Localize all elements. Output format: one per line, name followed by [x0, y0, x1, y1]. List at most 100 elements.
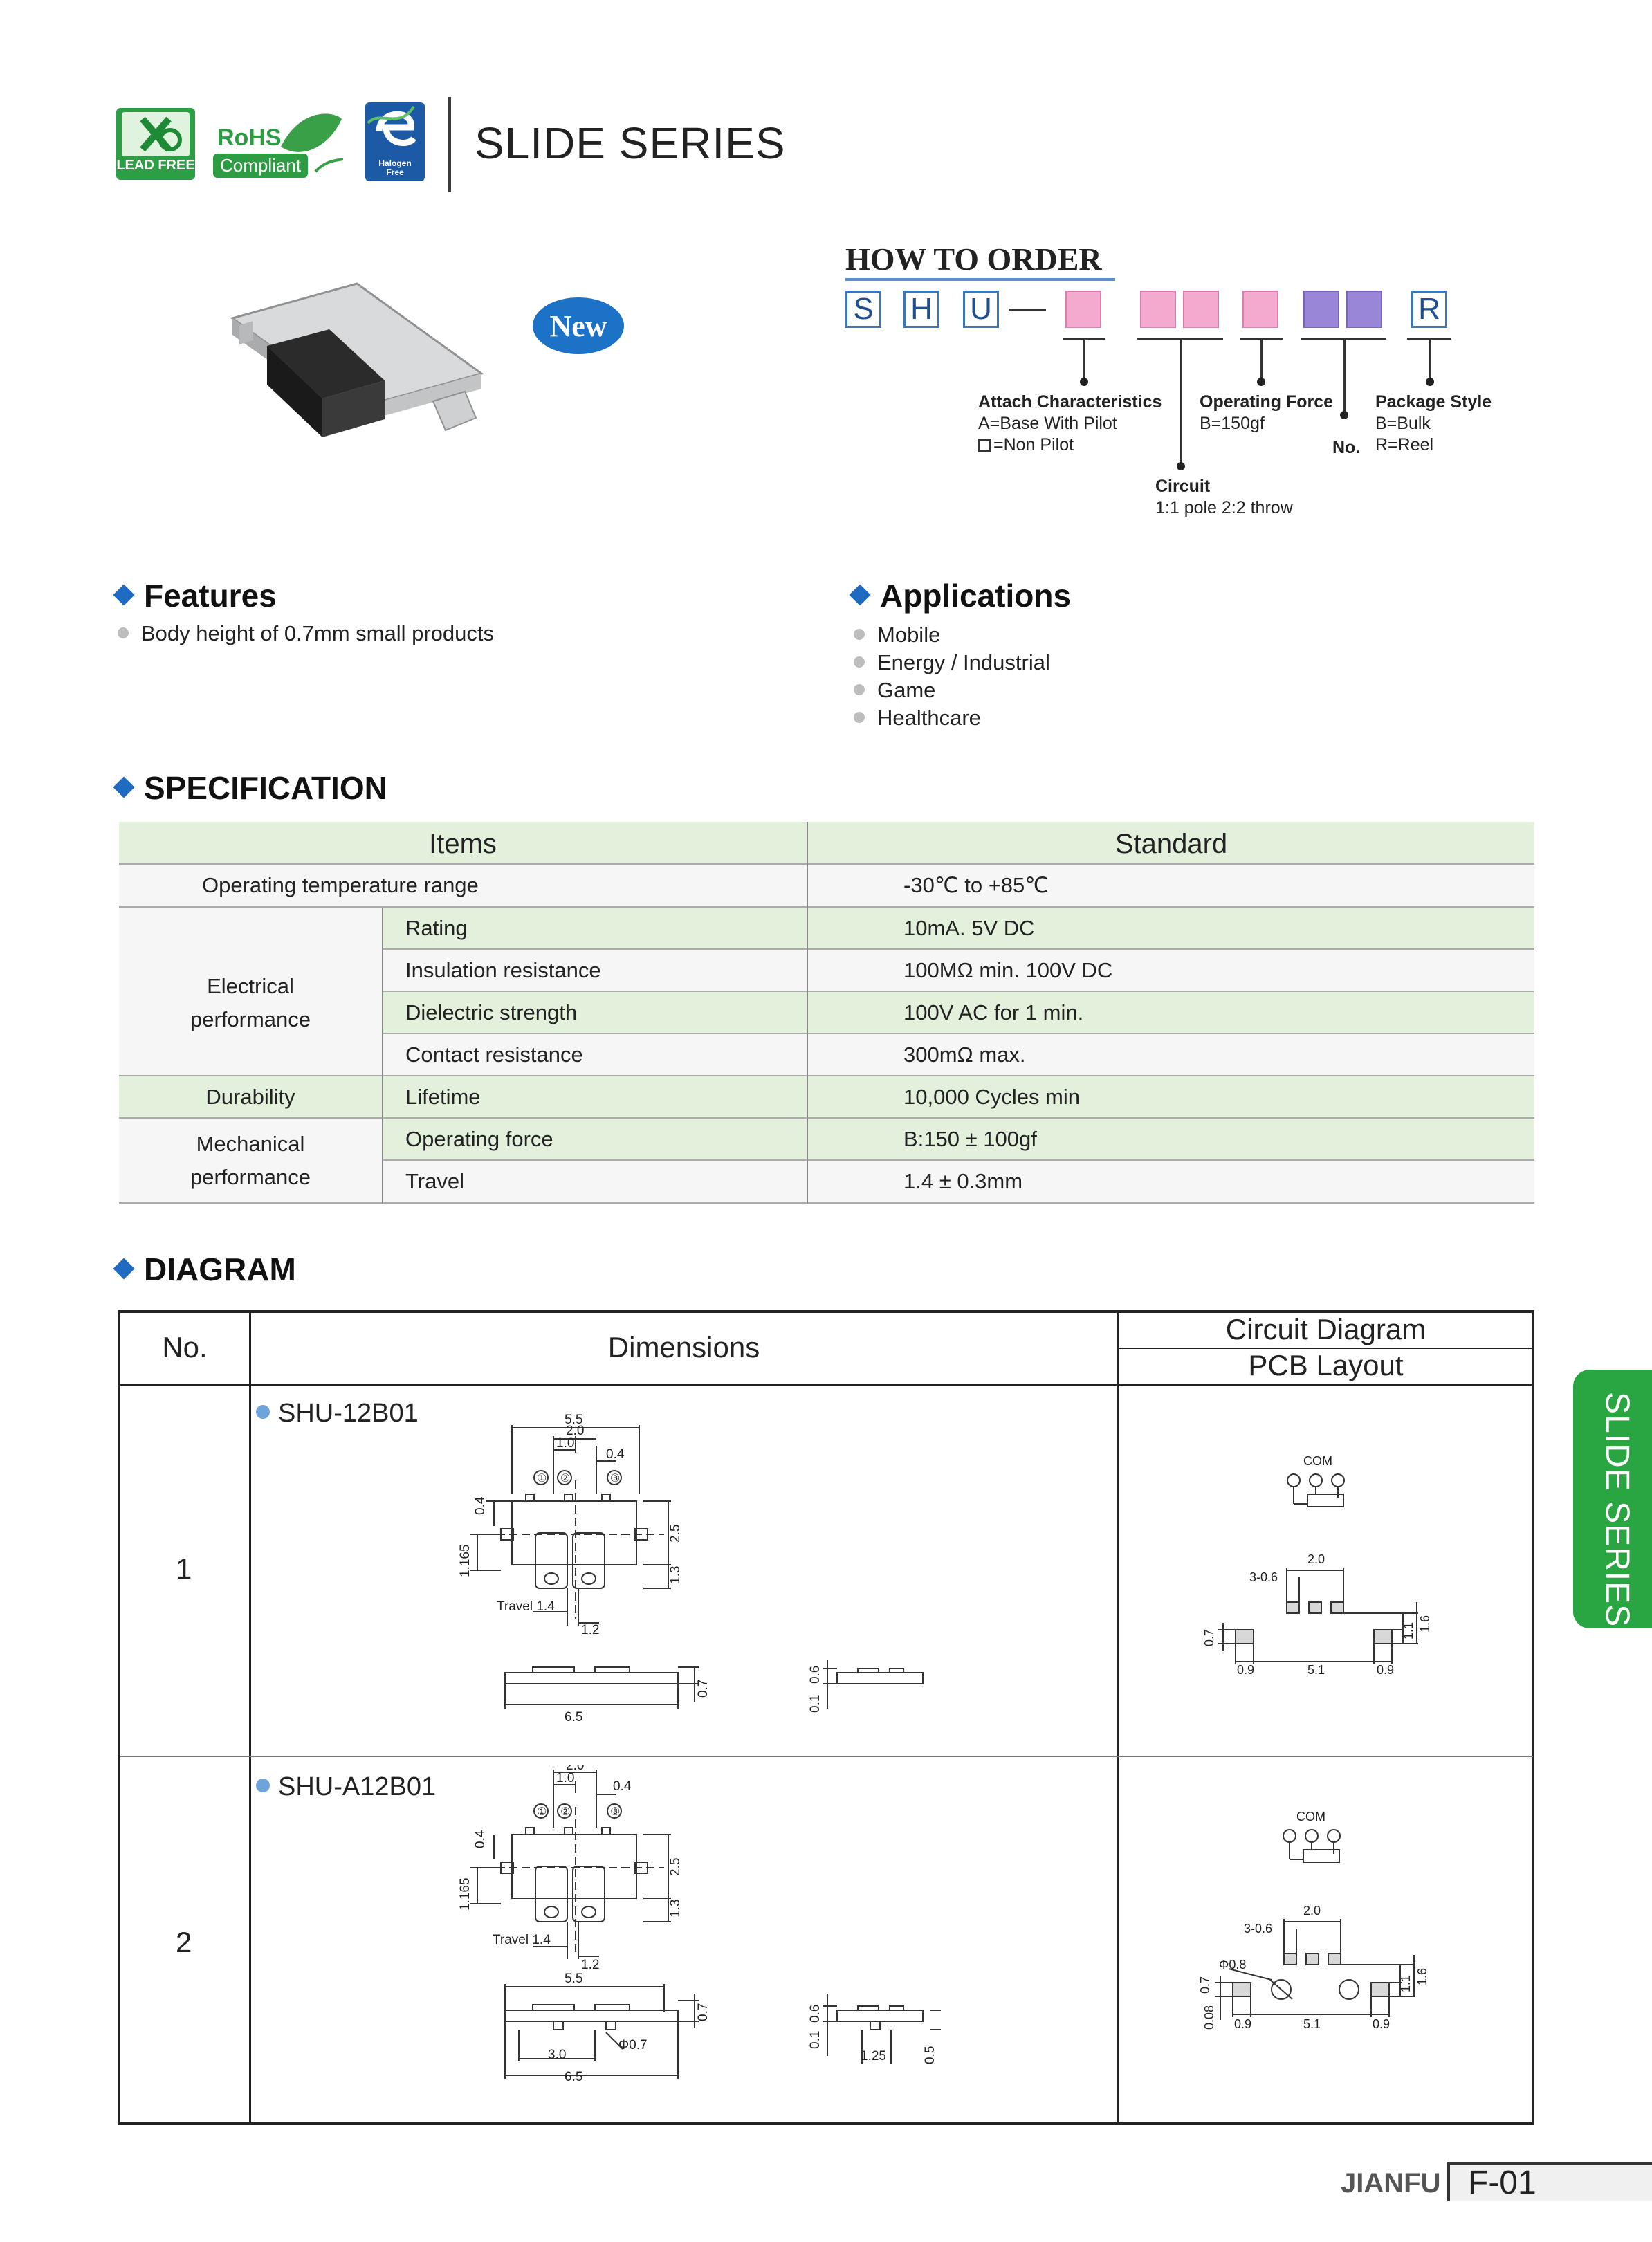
- spec-item: Operating temperature range: [202, 873, 479, 897]
- spec-header-standard: Standard: [1114, 829, 1228, 859]
- order-connector: [1343, 338, 1346, 414]
- row-shade: [383, 950, 1534, 991]
- row-shade: [383, 1119, 1534, 1160]
- row-number: 2: [176, 1926, 192, 1958]
- pcb-layout-1: COM 2.0 3-0.6 0.7 1.1 1.6 0.9 5.1 0.9: [1202, 1454, 1432, 1677]
- pcb-label: Φ0.8: [1219, 1958, 1246, 1972]
- lead-free-icon: [122, 112, 190, 156]
- dim-label: 1.0: [556, 1771, 574, 1785]
- dim-label: 1.165: [458, 1877, 472, 1911]
- grid-line: [807, 822, 808, 1204]
- lead-free-badge: LEAD FREE: [116, 108, 195, 180]
- table-row: [119, 1076, 1534, 1118]
- group-shade: [119, 1119, 382, 1202]
- dim-label: 2.5: [668, 1858, 683, 1876]
- grid-line: [120, 1384, 1533, 1386]
- order-circuit-line1: 1:1 pole 2:2 throw: [1155, 498, 1293, 517]
- order-letter-s: S: [845, 291, 881, 328]
- dim-label: ③: [610, 1473, 620, 1485]
- dim-label: Φ0.7: [618, 2038, 648, 2052]
- grid-line: [382, 908, 383, 1204]
- dim-label: Travel 1.4: [493, 1933, 551, 1947]
- order-letter-h: H: [903, 291, 939, 328]
- table-row: [119, 865, 1534, 906]
- dim-label: ①: [537, 1806, 547, 1818]
- dim-label: 0.6: [808, 1666, 823, 1684]
- features-heading: Features: [113, 577, 277, 614]
- dim-label: 5.5: [565, 1972, 582, 1986]
- order-circuit-title: Circuit: [1155, 477, 1211, 496]
- order-dash: [1009, 309, 1046, 311]
- spec-value: B:150 ± 100gf: [903, 1127, 1037, 1151]
- spec-value: -30℃ to +85℃: [903, 873, 1049, 897]
- dim-label: 1.0: [556, 1436, 574, 1451]
- dim-label: Travel 1.4: [497, 1599, 555, 1614]
- lead-free-label: LEAD FREE: [116, 158, 195, 173]
- order-connector: [1260, 338, 1263, 379]
- pcb-label: COM: [1303, 1454, 1332, 1468]
- order-package-title: Package Style: [1375, 392, 1492, 412]
- dim-label: 1.2: [581, 1958, 599, 1972]
- order-box-force: [1242, 291, 1278, 328]
- order-dot: [1426, 378, 1434, 386]
- new-badge: [533, 297, 624, 354]
- spec-item: Contact resistance: [405, 1042, 583, 1067]
- pcb-label: 3-0.6: [1244, 1922, 1272, 1936]
- pcb-label: 0.9: [1237, 1663, 1254, 1677]
- halogen-free-label: Halogen Free: [378, 158, 412, 177]
- spec-item: Rating: [405, 916, 468, 940]
- pcb-label: 1.6: [1418, 1615, 1432, 1633]
- dim-label: 0.7: [696, 2003, 710, 2021]
- row-shade: [383, 1161, 1534, 1202]
- row-shade: [383, 908, 1534, 949]
- order-box-no-2: [1346, 291, 1382, 328]
- spec-group-label: Mechanical: [196, 1132, 305, 1156]
- order-letter-u: U: [963, 291, 999, 328]
- order-box-circuit-2: [1183, 291, 1219, 328]
- order-connector: [1083, 338, 1085, 379]
- dim-label: 1.2: [581, 1623, 599, 1637]
- spec-group-electrical: Electrical performance: [119, 970, 382, 1036]
- order-connector: [1180, 338, 1182, 465]
- diagram-heading: DIAGRAM: [113, 1251, 296, 1288]
- dim-label: 1.165: [458, 1544, 472, 1577]
- dim-label: 1.3: [668, 1900, 683, 1918]
- application-item: Mobile: [854, 623, 940, 647]
- new-badge-label: New: [549, 309, 607, 343]
- part-number: SHU-A12B01: [256, 1772, 436, 1802]
- row-shade: [383, 1034, 1534, 1076]
- grid-line: [383, 1159, 1534, 1161]
- order-box-attach: [1065, 291, 1101, 328]
- dim-label: 0.4: [473, 1830, 488, 1848]
- spec-value: 1.4 ± 0.3mm: [903, 1169, 1023, 1193]
- feature-item: Body height of 0.7mm small products: [118, 621, 494, 646]
- pcb-label: 1.1: [1402, 1622, 1415, 1639]
- grid-line: [249, 1313, 251, 2124]
- order-attach-title: Attach Characteristics: [978, 392, 1162, 412]
- grid-line: [383, 948, 1534, 950]
- spec-value: 10mA. 5V DC: [903, 916, 1035, 940]
- spec-value: 300mΩ max.: [903, 1042, 1026, 1067]
- dim-label: 6.5: [565, 2070, 582, 2084]
- diagram-title: DIAGRAM: [144, 1251, 296, 1287]
- row-number: 1: [176, 1552, 192, 1585]
- checkbox-icon: [978, 439, 991, 452]
- diagram-header-pcb: PCB Layout: [1248, 1349, 1404, 1381]
- diagram-header-circuit: Circuit Diagram: [1225, 1313, 1426, 1345]
- grid-line: [1117, 1348, 1533, 1349]
- pcb-label: 5.1: [1307, 1663, 1325, 1677]
- order-dot: [1257, 378, 1265, 386]
- spec-group-label: performance: [190, 1007, 311, 1031]
- dim-label: 0.1: [808, 1695, 823, 1713]
- spec-header-items: Items: [429, 829, 497, 859]
- pcb-label: 1.6: [1415, 1968, 1429, 1985]
- order-package-block: Package Style B=Bulk R=Reel: [1375, 392, 1492, 456]
- halogen-free-badge: Halogen Free: [365, 102, 425, 181]
- specification-heading: SPECIFICATION: [113, 769, 387, 807]
- row-shade: [383, 992, 1534, 1033]
- order-no-label: No.: [1332, 438, 1361, 457]
- diamond-icon: [113, 584, 135, 606]
- grid-line: [120, 1756, 1533, 1757]
- order-force-title: Operating Force: [1200, 392, 1334, 412]
- dimension-drawing-1: 5.5 2.0 1.0 0.4 ① ② ③ 0.4 1.165 2.5 1.3 …: [458, 1413, 924, 1725]
